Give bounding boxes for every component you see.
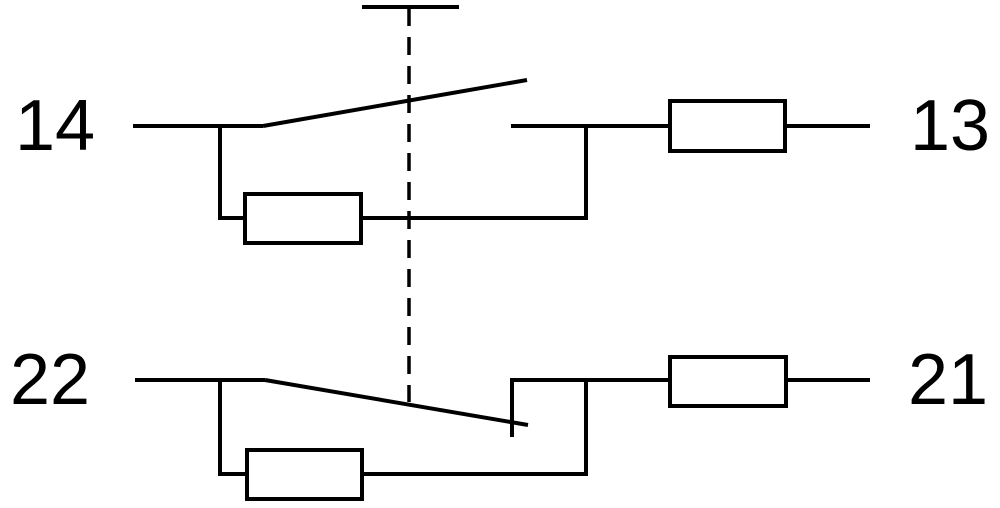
upper-circuit [133,78,870,245]
terminal-label-13: 13 [910,86,990,166]
terminal-label-21: 21 [908,340,988,420]
parallel-branch-top-right [361,126,588,220]
resistor-bottom-bottom [245,448,364,501]
actuator [362,5,459,402]
lower-circuit [135,355,870,501]
contact-blade-closed [264,378,529,427]
parallel-branch-bottom-right [362,380,588,476]
terminal-label-14: 14 [15,86,95,166]
parallel-branch-bottom-left [218,380,247,476]
resistor-top-bottom [243,192,363,245]
contact-blade-open [262,78,528,128]
terminal-label-22: 22 [10,340,90,420]
resistor-top-right [668,99,787,153]
resistor-bottom-right [668,355,788,408]
parallel-branch-top-left [218,126,245,220]
wire-fixed-contact-bottom [510,378,670,437]
